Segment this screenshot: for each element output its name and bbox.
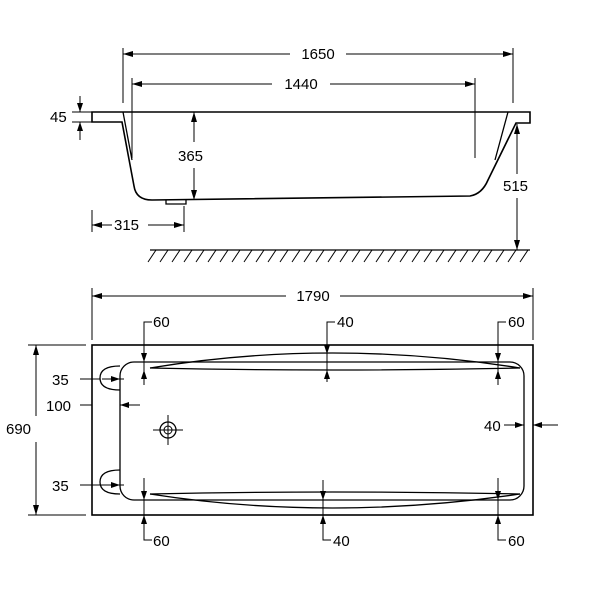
dimension-left-100-label: 100 (46, 398, 71, 415)
hatch-mark (507, 249, 517, 263)
dimension-1440: 1440 (131, 76, 476, 158)
hatch-mark (423, 249, 433, 263)
armrest-top (99, 365, 121, 391)
hatch-mark (363, 249, 373, 263)
top-view: 1790 690 60 40 (6, 288, 558, 550)
hatch-mark (231, 249, 241, 263)
drain-nub (165, 200, 187, 205)
tub-side-outline (91, 111, 531, 201)
dimension-1650: 1650 (122, 46, 514, 103)
hatch-mark (447, 249, 457, 263)
hatch-mark (495, 249, 505, 263)
hatch-mark (435, 249, 445, 263)
armrest-bottom (99, 469, 121, 495)
dimension-armrest-bottom-35: 35 (52, 478, 124, 495)
side-view: 1650 1440 45 365 (50, 46, 531, 263)
hatch-mark (171, 249, 181, 263)
hatch-mark (303, 249, 313, 263)
hatch-mark (327, 249, 337, 263)
hatch-mark (519, 249, 529, 263)
hatch-mark (483, 249, 493, 263)
inner-wall-right (494, 111, 509, 161)
hatch-mark (339, 249, 349, 263)
hatch-mark (219, 249, 229, 263)
dimension-top-left-60-label: 60 (153, 314, 170, 331)
dimension-515: 515 (503, 124, 528, 250)
dimension-45-label: 45 (50, 109, 67, 126)
dimension-bottom-left-60: 60 (141, 478, 170, 550)
dimension-top-center-40: 40 (324, 314, 354, 382)
dimension-right-40: 40 (484, 418, 558, 435)
hatch-mark (267, 249, 277, 263)
hatch-mark (195, 249, 205, 263)
hatch-mark (159, 249, 169, 263)
hatch-mark (399, 249, 409, 263)
drain-icon (153, 415, 183, 445)
dimension-690: 690 (6, 344, 86, 516)
dimension-bottom-left-60-label: 60 (153, 533, 170, 550)
hatch-mark (471, 249, 481, 263)
hatch-mark (351, 249, 361, 263)
hatch-mark (183, 249, 193, 263)
floor-hatching (147, 249, 529, 263)
top-edge-lens (149, 352, 521, 369)
hatch-mark (255, 249, 265, 263)
hatch-mark (279, 249, 289, 263)
hatch-mark (375, 249, 385, 263)
dimension-315: 315 (91, 206, 185, 234)
hatch-mark (147, 249, 157, 263)
dimension-bottom-center-40-label: 40 (333, 533, 350, 550)
dimension-armrest-bottom-35-label: 35 (52, 478, 69, 495)
inner-wall-left (122, 111, 133, 161)
hatch-mark (387, 249, 397, 263)
dimension-1650-label: 1650 (301, 46, 334, 63)
dimension-top-right-60: 60 (495, 314, 525, 385)
hatch-mark (315, 249, 325, 263)
hatch-mark (291, 249, 301, 263)
bottom-edge-lens-inner (149, 491, 521, 495)
dimension-top-center-40-label: 40 (337, 314, 354, 331)
dimension-top-left-60: 60 (141, 314, 170, 385)
tub-inner-basin (119, 361, 525, 501)
dimension-left-100: 100 (46, 398, 140, 415)
top-edge-lens-inner (149, 367, 521, 371)
dimension-armrest-top-35: 35 (52, 372, 124, 389)
dimension-365: 365 (178, 112, 203, 200)
hatch-mark (411, 249, 421, 263)
dimension-1790-label: 1790 (296, 288, 329, 305)
dimension-bottom-right-60-label: 60 (508, 533, 525, 550)
hatch-mark (243, 249, 253, 263)
dimension-bottom-center-40: 40 (320, 480, 350, 550)
dimension-515-label: 515 (503, 178, 528, 195)
dimension-top-right-60-label: 60 (508, 314, 525, 331)
dimension-right-40-label: 40 (484, 418, 501, 435)
tub-outer-rim (91, 344, 534, 516)
hatch-mark (207, 249, 217, 263)
bottom-edge-lens (149, 493, 521, 509)
dimension-armrest-top-35-label: 35 (52, 372, 69, 389)
hatch-mark (459, 249, 469, 263)
dimension-1440-label: 1440 (284, 76, 317, 93)
dimension-315-label: 315 (114, 217, 139, 234)
dimension-bottom-right-60: 60 (495, 478, 525, 550)
dimension-45: 45 (50, 96, 92, 140)
dimension-1790: 1790 (91, 288, 534, 340)
dimension-365-label: 365 (178, 148, 203, 165)
dimension-690-label: 690 (6, 421, 31, 438)
